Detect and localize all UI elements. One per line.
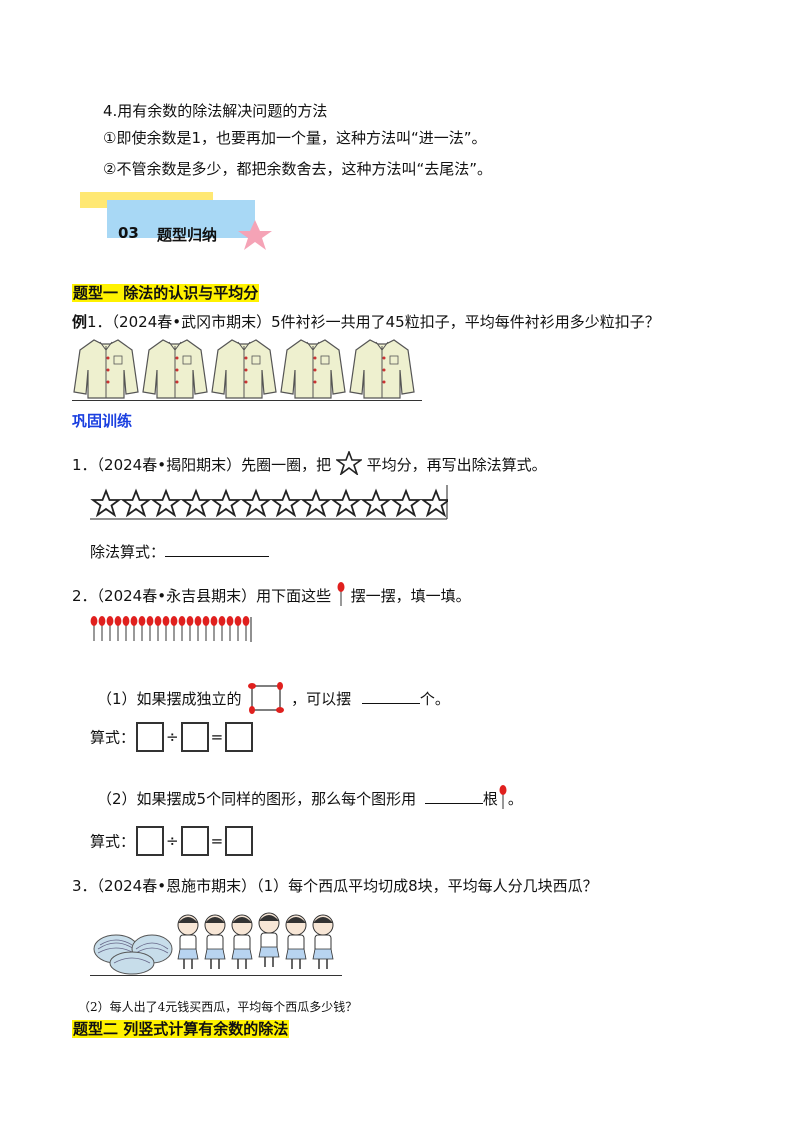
q2-sub1-blank[interactable]: [361, 689, 420, 704]
matchsticks-row: [89, 615, 252, 643]
rule-round-down: ②不管余数是多少，都把余数舍去，这种方法叫“去尾法”。: [103, 160, 492, 178]
q1-prefix: 1．（2024春•揭阳期末）先圈一圈，把: [72, 456, 332, 474]
equals-sign: =: [210, 728, 224, 746]
type1-title: 题型一 除法的认识与平均分: [72, 284, 260, 302]
watermelon-icon: [93, 934, 173, 975]
banner-blue-block: [107, 200, 255, 238]
stars-illustration: [90, 485, 450, 520]
divide-sign: ÷: [166, 832, 179, 850]
q2-sub2-unit: 根: [482, 790, 498, 808]
watermelons-children-image: [90, 905, 342, 976]
divisor-box[interactable]: [180, 826, 209, 856]
matchstick-square-icon: [248, 682, 285, 714]
q2-sub2-prefix: （2）如果摆成5个同样的图形，那么每个图形用: [97, 790, 417, 808]
quotient-box[interactable]: [225, 722, 254, 752]
q3-text: 3．（2024春•恩施市期末）（1）每个西瓜平均切成8块，平均每人分几块西瓜？: [72, 877, 598, 895]
star-outline-icon: [334, 449, 364, 477]
q2-prefix: 2．（2024春•永吉县期末）用下面这些: [72, 587, 332, 605]
section-number: 03: [118, 224, 139, 242]
example-text: 1．（2024春•武冈市期末）5件衬衫一共用了45粒扣子，平均每件衬衫用多少粒扣…: [87, 313, 660, 331]
matchsticks-illustration: [89, 615, 252, 642]
q2-formula-1: 算式： ÷ =: [90, 722, 254, 752]
q2-sub1: （1）如果摆成独立的 ，可以摆 个。: [97, 680, 450, 714]
matchstick-icon: [337, 582, 345, 606]
dividend-box[interactable]: [136, 826, 165, 856]
divisor-box[interactable]: [180, 722, 209, 752]
pink-star-icon: [238, 220, 272, 250]
q2-text: 2．（2024春•永吉县期末）用下面这些 摆一摆，填一填。: [72, 581, 471, 607]
rule-round-up: ①即使余数是1，也要再加一个量，这种方法叫“进一法”。: [103, 129, 487, 147]
formula-label: 算式：: [90, 728, 136, 747]
method-heading: 4.用有余数的除法解决问题的方法: [103, 102, 328, 120]
example-1: 例1．（2024春•武冈市期末）5件衬衫一共用了45粒扣子，平均每件衬衫用多少粒…: [72, 311, 660, 332]
shirts-illustration: [73, 339, 415, 399]
matchstick-icon: [499, 785, 507, 809]
equals-sign: =: [210, 832, 224, 850]
q2-sub2-end: 。: [507, 790, 523, 808]
practice-title: 巩固训练: [72, 412, 133, 430]
q2-sub1-unit: 个。: [419, 690, 450, 708]
q2-suffix: 摆一摆，填一填。: [350, 587, 471, 605]
q2-sub1-suffix: ，可以摆: [291, 690, 352, 708]
q2-sub1-prefix: （1）如果摆成独立的: [97, 690, 242, 708]
shirts-image: [72, 336, 422, 401]
section-banner: 03 题型归纳: [80, 192, 280, 252]
type2-title: 题型二 列竖式计算有余数的除法: [72, 1020, 290, 1038]
q2-formula-2: 算式： ÷ =: [90, 826, 254, 856]
formula-label: 算式：: [90, 832, 136, 851]
section-title: 题型归纳: [157, 226, 218, 244]
q1-suffix: 平均分，再写出除法算式。: [366, 456, 547, 474]
example-label: 例: [72, 313, 88, 331]
q1-answer-blank[interactable]: [165, 542, 270, 557]
q2-sub2: （2）如果摆成5个同样的图形，那么每个图形用 根 。: [97, 784, 523, 810]
q2-sub2-blank[interactable]: [424, 789, 483, 804]
q1-answer: 除法算式：: [90, 541, 270, 562]
quotient-box[interactable]: [225, 826, 254, 856]
divide-sign: ÷: [166, 728, 179, 746]
dividend-box[interactable]: [136, 722, 165, 752]
watermelons-children-illustration: [93, 912, 334, 975]
q3-sub2: （2）每人出了4元钱买西瓜，平均每个西瓜多少钱？: [78, 1000, 358, 1014]
q1-answer-label: 除法算式：: [90, 543, 166, 561]
stars-row: [90, 485, 450, 521]
q1-text: 1．（2024春•揭阳期末）先圈一圈，把 平均分，再写出除法算式。: [72, 449, 547, 477]
